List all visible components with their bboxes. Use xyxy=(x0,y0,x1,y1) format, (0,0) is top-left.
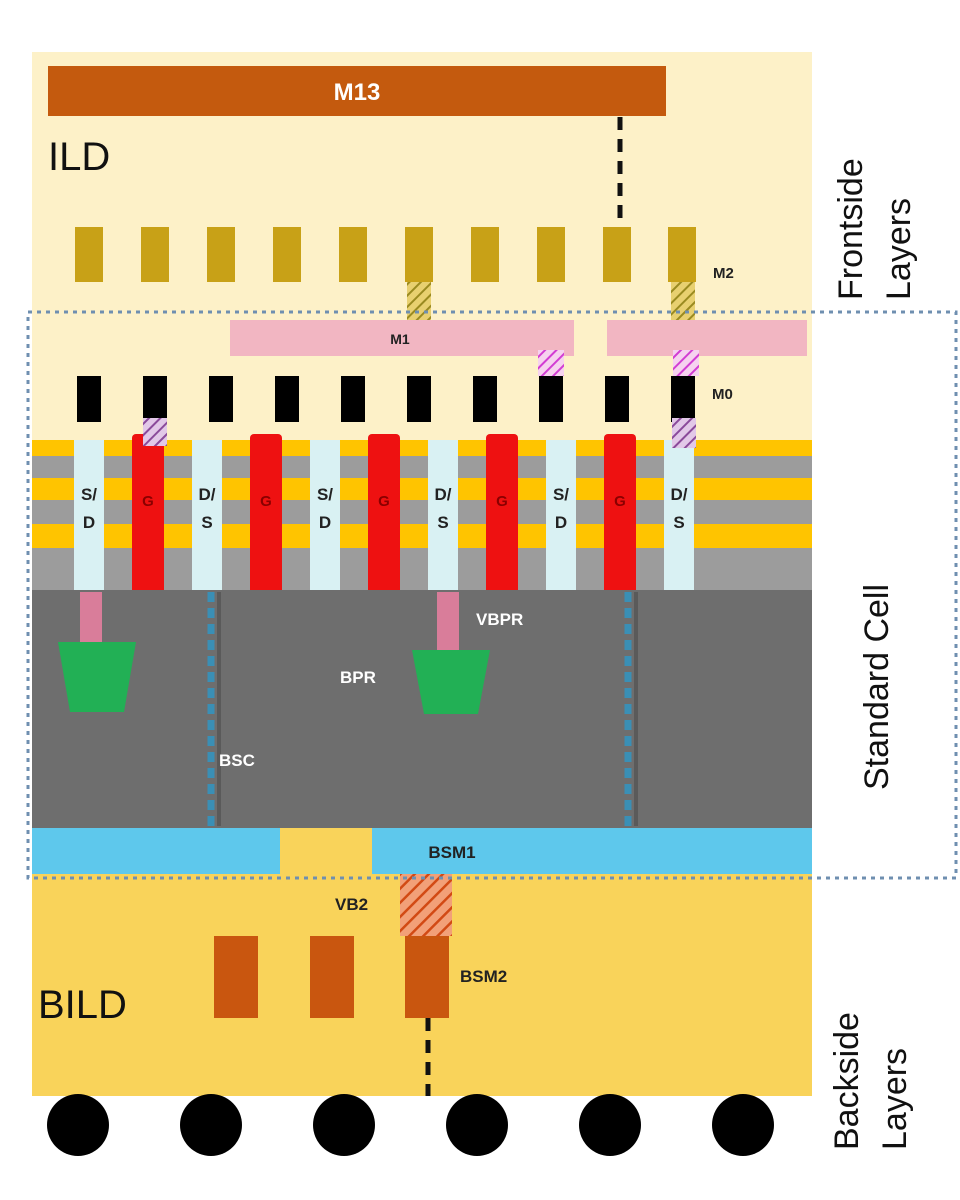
source-drain-label: S xyxy=(201,513,212,532)
m0-metal-row xyxy=(77,376,695,422)
vb2-label: VB2 xyxy=(335,895,368,914)
gate-label: G xyxy=(496,493,508,510)
solder-bump xyxy=(47,1094,109,1156)
bsm2-metal xyxy=(214,936,258,1018)
ild-label: ILD xyxy=(48,135,110,179)
source-drain-label: S/ xyxy=(553,485,569,504)
backside-label-line2: Layers xyxy=(876,1048,914,1150)
gate-electrode xyxy=(132,434,164,594)
bsm1-label: BSM1 xyxy=(428,843,475,862)
source-drain-label: D xyxy=(83,513,95,532)
m2-line xyxy=(668,227,696,282)
m0-line xyxy=(143,376,167,422)
vbpr-label: VBPR xyxy=(476,610,523,629)
m2-line xyxy=(537,227,565,282)
m2-line xyxy=(141,227,169,282)
source-drain-label: D xyxy=(555,513,567,532)
source-drain-label: D/ xyxy=(435,485,452,504)
solder-bumps xyxy=(47,1094,774,1156)
m0-line xyxy=(605,376,629,422)
gate-electrode xyxy=(604,434,636,594)
m1-label: M1 xyxy=(390,331,410,347)
m13-label: M13 xyxy=(334,79,381,106)
vb2-via xyxy=(400,874,452,936)
source-drain-region xyxy=(192,440,222,590)
bsm2-metal xyxy=(310,936,354,1018)
bsm2-label: BSM2 xyxy=(460,967,507,986)
source-drain-label: S/ xyxy=(81,485,97,504)
m1-metal xyxy=(607,320,807,356)
bild-label: BILD xyxy=(38,983,127,1027)
bsm1-metal xyxy=(32,828,280,874)
gate-label: G xyxy=(378,493,390,510)
vbpr-via xyxy=(437,592,459,650)
m2-line xyxy=(603,227,631,282)
bsc-label: BSC xyxy=(219,751,255,770)
source-drain-region xyxy=(74,440,104,590)
source-drain-label: D/ xyxy=(199,485,216,504)
solder-bump xyxy=(180,1094,242,1156)
frontside-label-line1: Frontside xyxy=(832,158,870,300)
m0-label: M0 xyxy=(712,386,733,403)
m2-line xyxy=(405,227,433,282)
m0-line xyxy=(77,376,101,422)
frontside-label-line2: Layers xyxy=(880,198,918,300)
source-drain-region xyxy=(664,440,694,590)
m0-line xyxy=(539,376,563,422)
vbpr-via xyxy=(80,592,102,642)
gate-label: G xyxy=(260,493,272,510)
gate-electrode xyxy=(368,434,400,594)
v1-via xyxy=(671,282,695,324)
source-drain-label: S/ xyxy=(317,485,333,504)
m0-line xyxy=(473,376,497,422)
source-drain-region xyxy=(546,440,576,590)
gate-label: G xyxy=(142,493,154,510)
solder-bump xyxy=(579,1094,641,1156)
m0-line xyxy=(341,376,365,422)
source-drain-label: D xyxy=(319,513,331,532)
m0-line xyxy=(209,376,233,422)
m2-line xyxy=(273,227,301,282)
bsm1-gap xyxy=(280,828,372,874)
v1-via xyxy=(407,282,431,320)
solder-bump xyxy=(712,1094,774,1156)
bpr-label: BPR xyxy=(340,668,376,687)
source-drain-label: D/ xyxy=(671,485,688,504)
gate-electrode xyxy=(250,434,282,594)
substrate xyxy=(32,590,812,828)
m1-metal xyxy=(230,320,574,356)
source-drain-region xyxy=(310,440,340,590)
m2-line xyxy=(339,227,367,282)
gate-label: G xyxy=(614,493,626,510)
v0-via xyxy=(673,350,699,376)
m0-line xyxy=(275,376,299,422)
source-drain-label: S xyxy=(673,513,684,532)
contact-via xyxy=(672,418,696,448)
source-drain-label: S xyxy=(437,513,448,532)
m2-line xyxy=(75,227,103,282)
m0-line xyxy=(407,376,431,422)
v0-via xyxy=(538,350,564,376)
bsm2-metal xyxy=(405,936,449,1018)
m0-line xyxy=(671,376,695,422)
m2-metal-row xyxy=(75,227,696,282)
m2-line xyxy=(207,227,235,282)
source-drain-region xyxy=(428,440,458,590)
bpr-rail xyxy=(58,642,136,712)
m2-line xyxy=(471,227,499,282)
standard-cell-label: Standard Cell xyxy=(858,584,896,790)
device-columns: S/D G D/S G S/D G D/S G S/D G D/S xyxy=(74,434,694,594)
gate-electrode xyxy=(486,434,518,594)
backside-label-line1: Backside xyxy=(828,1012,866,1150)
solder-bump xyxy=(313,1094,375,1156)
bsm1-metal xyxy=(372,828,812,874)
solder-bump xyxy=(446,1094,508,1156)
contact-via xyxy=(143,418,167,446)
bpr-rail xyxy=(412,650,490,714)
m13-metal xyxy=(48,66,666,116)
m2-label: M2 xyxy=(713,265,734,282)
